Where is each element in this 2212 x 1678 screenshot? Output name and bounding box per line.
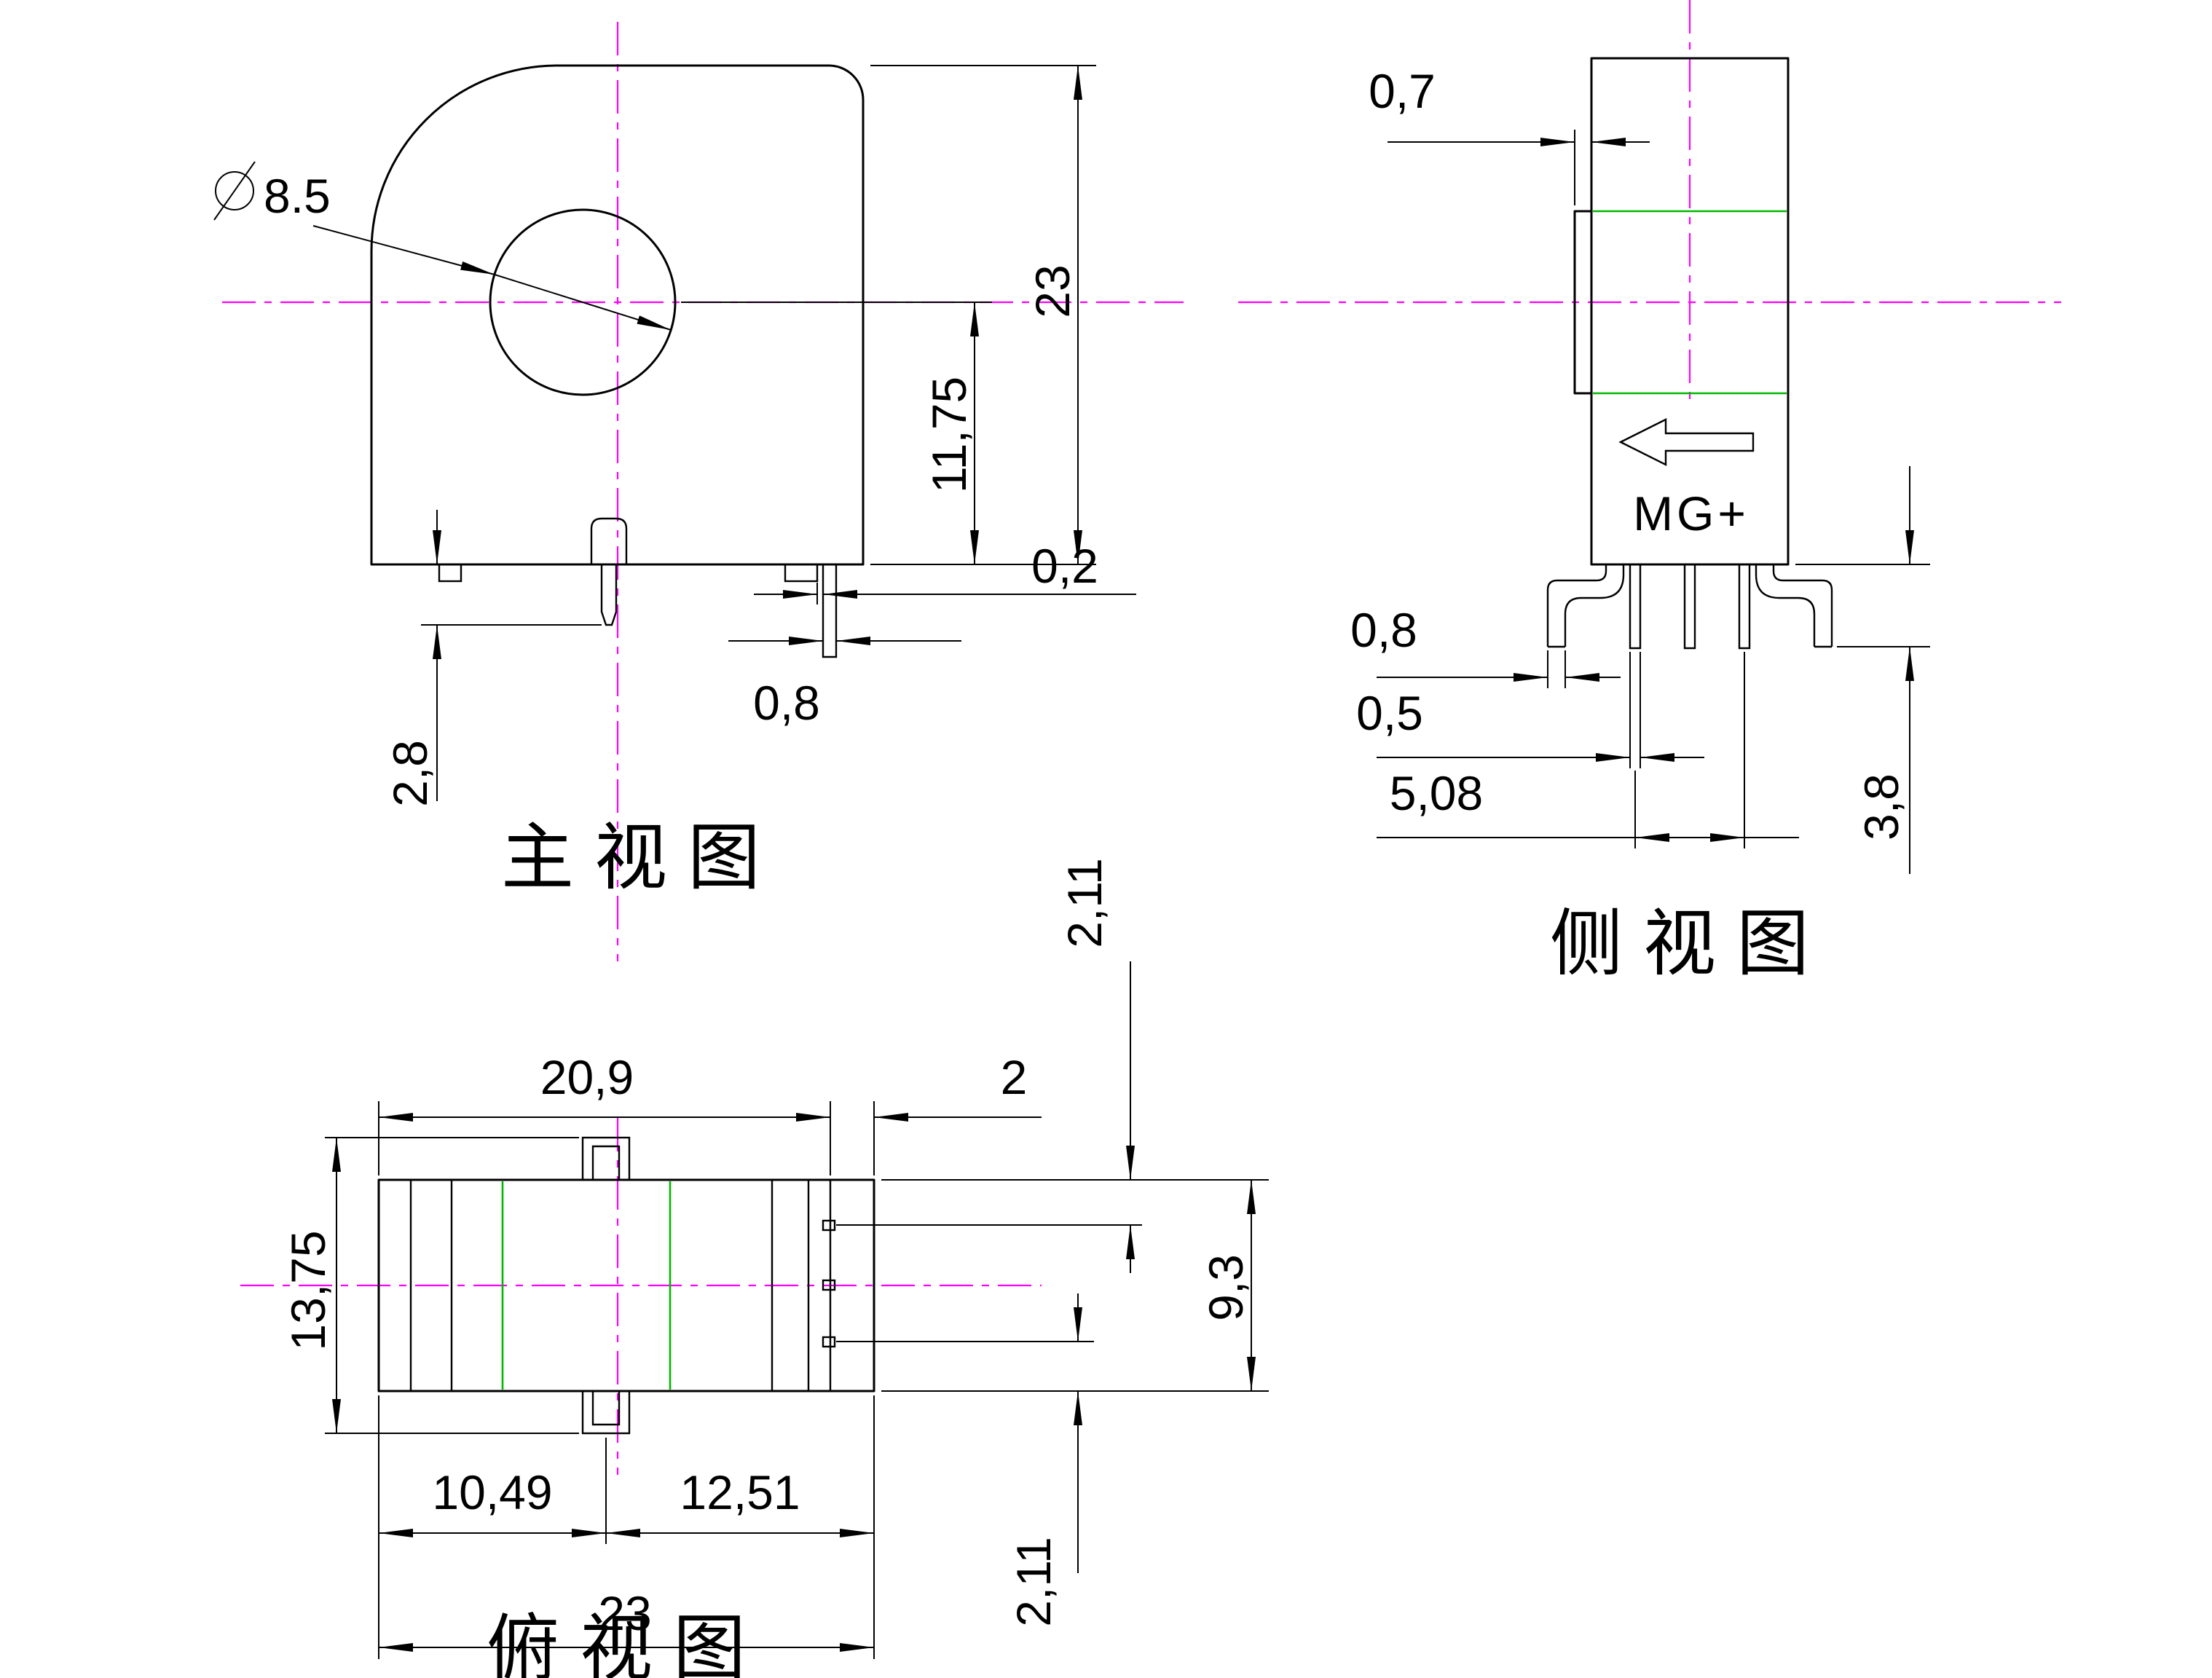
dim-boss-width: 0,7 [1369,64,1436,118]
dim-pin-gap-upper: 2,11 [1058,858,1111,948]
dim-pin-gap-lower: 2,11 [1007,1537,1060,1627]
polarity-marking: MG+ [1633,487,1749,540]
dim-leg-length: 3,8 [1854,773,1908,840]
front-pin-thin [822,564,838,658]
dim-pin-length: 2,8 [383,740,437,807]
side-view: MG+ 0,7 0,8 [1238,0,2061,985]
dim-overall-height: 23 [1026,264,1079,318]
top-tab-lower-inner [591,1391,621,1426]
dim-body-depth: 9,3 [1199,1254,1253,1321]
side-pin-thickness-dimension: 0,5 [1356,652,1704,768]
front-height-dimension: 23 [870,65,1096,565]
dim-pin-pitch: 5,08 [1390,766,1483,820]
dim-pin-offset-left: 10,49 [432,1465,552,1519]
front-center-pin-head [590,517,628,564]
front-pin-left [438,563,463,583]
dim-pin-thickness: 0,5 [1356,686,1423,740]
dim-total-length: 23 [598,1586,651,1640]
hole-diameter-dimension: 8.5 [213,161,672,331]
front-pin-right [784,563,819,583]
front-hole [489,208,677,396]
front-body-outline [370,64,865,566]
top-pin-mark-1 [822,1219,836,1232]
dim-body-width: 13,75 [281,1230,335,1350]
side-boss-dimension: 0,7 [1369,64,1650,205]
front-view: 8.5 23 11,75 0,2 0,8 [213,22,1184,961]
side-view-title: 侧视图 [1550,903,1830,985]
top-view-title: 俯视图 [487,1608,766,1678]
top-tab-upper [581,1136,631,1181]
side-boss [1573,210,1593,395]
side-legs [1546,564,1833,650]
dim-pin-width: 0,8 [753,676,820,730]
diameter-symbol-icon [215,171,254,210]
front-center-pin-stem [600,564,618,626]
side-leg-length-dimension: 3,8 [1795,466,1930,874]
front-hole-center-dimension: 11,75 [681,302,992,564]
top-view: 20,9 2 2,11 13,75 9,3 [240,858,1269,1678]
front-pin-width-dimension: 0,8 [728,637,961,730]
front-pin-length-dimension: 2,8 [383,510,602,807]
top-body-length-dimension: 20,9 [378,1050,831,1175]
top-tab-upper-inner [591,1145,621,1180]
side-leg-width-dimension: 0,8 [1350,603,1621,688]
diameter-symbol-slash [213,161,256,221]
top-width-dimension: 13,75 [281,1137,579,1434]
top-gap-upper-dimension: 2,11 [1058,858,1135,1273]
dim-pin-gap: 0,2 [1031,539,1098,593]
current-direction-arrow-icon [1618,418,1755,466]
dim-hole-diameter: 8.5 [264,169,331,223]
top-pin-mark-2 [822,1279,836,1291]
dim-body-length: 20,9 [540,1050,634,1104]
dim-pin-offset-right: 12,51 [680,1465,800,1519]
side-body-outline [1590,57,1790,566]
side-pitch-dimension: 5,08 [1377,652,1799,848]
top-gap-lower-dimension: 2,11 [1007,1293,1082,1627]
dim-hole-center-height: 11,75 [922,377,976,493]
top-body-outline [377,1178,875,1393]
top-tab-lower [581,1390,631,1435]
front-view-title: 主视图 [501,817,781,899]
front-gap-dimension: 0,2 [754,539,1136,604]
top-pin-mark-3 [822,1336,836,1348]
dim-edge-width: 2 [1001,1050,1028,1104]
top-depth-dimension: 9,3 [881,1179,1269,1392]
top-pin-position-dimensions: 10,49 12,51 23 [378,1395,875,1659]
dim-leg-width: 0,8 [1350,603,1417,657]
top-edge-dimension: 2 [873,1050,1042,1175]
